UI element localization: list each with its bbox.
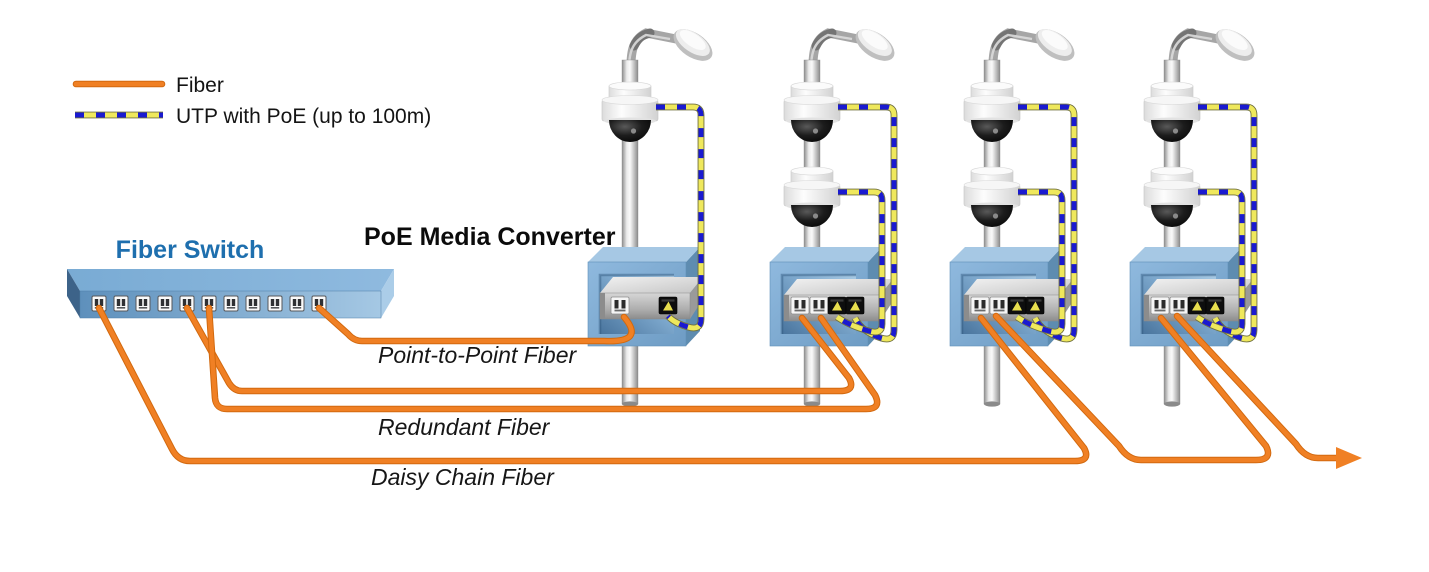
camera-pole-3 bbox=[950, 23, 1080, 407]
switch-top-face bbox=[67, 269, 394, 291]
fiber-switch bbox=[67, 269, 394, 319]
switch-port bbox=[135, 295, 151, 312]
daisy-chain-fiber-segment-3 bbox=[1174, 313, 1341, 461]
point-to-point-fiber-label: Point-to-Point Fiber bbox=[378, 342, 577, 368]
poe-media-converter-label: PoE Media Converter bbox=[364, 223, 616, 251]
daisy-chain-arrow-icon bbox=[1336, 447, 1362, 469]
switch-port bbox=[223, 295, 239, 312]
switch-port bbox=[113, 295, 129, 312]
fiber-cables bbox=[95, 304, 1362, 469]
switch-left-face bbox=[67, 269, 80, 318]
legend-utp-label: UTP with PoE (up to 100m) bbox=[176, 105, 431, 128]
daisy-chain-fiber-label: Daisy Chain Fiber bbox=[371, 464, 555, 490]
daisy-chain-fiber-segment-2 bbox=[993, 313, 1271, 463]
switch-port bbox=[245, 295, 261, 312]
fiber-switch-label: Fiber Switch bbox=[116, 236, 265, 264]
camera-pole-2 bbox=[770, 23, 900, 407]
switch-right-face bbox=[381, 269, 394, 318]
legend: Fiber UTP with PoE (up to 100m) bbox=[72, 74, 431, 128]
switch-port bbox=[157, 295, 173, 312]
switch-port bbox=[267, 295, 283, 312]
camera-pole-4 bbox=[1130, 23, 1260, 407]
redundant-fiber-label: Redundant Fiber bbox=[378, 414, 551, 440]
point-to-point-fiber-cable bbox=[316, 305, 634, 344]
camera-pole-1 bbox=[588, 23, 718, 407]
switch-port bbox=[289, 295, 305, 312]
redundant-fiber-cable-2 bbox=[206, 305, 880, 412]
redundant-fiber-cable-1 bbox=[184, 305, 854, 394]
daisy-chain-fiber-segment-1 bbox=[96, 305, 1089, 464]
legend-fiber-label: Fiber bbox=[176, 74, 224, 97]
